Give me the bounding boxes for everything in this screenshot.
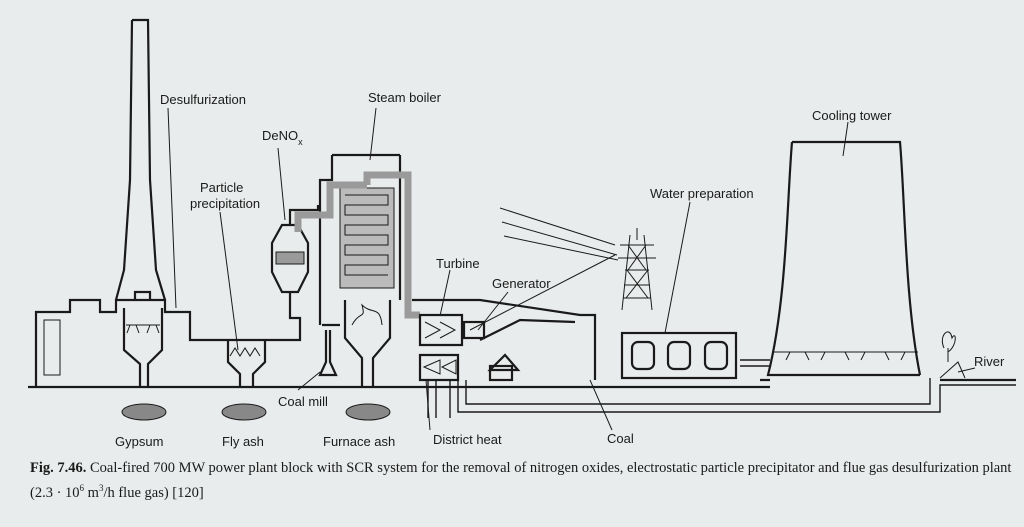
caption-exp-2: 3 xyxy=(98,483,104,493)
turbine xyxy=(418,313,464,347)
water-tank-2 xyxy=(666,340,692,371)
label-particle-precipitation-1: Particle xyxy=(200,180,243,195)
coal-bunker xyxy=(488,364,514,382)
caption-text-1: Coal-fired 700 MW power plant block with… xyxy=(30,460,1012,501)
label-generator: Generator xyxy=(492,276,551,291)
district-heat-pipes xyxy=(427,380,437,418)
label-denox: DeNOx xyxy=(262,128,303,147)
fly-ash-pile xyxy=(221,403,267,421)
power-pylon xyxy=(618,228,656,311)
precipitator-zigzag xyxy=(229,347,261,357)
label-district-heat: District heat xyxy=(433,432,502,447)
gypsum-pile xyxy=(121,403,167,421)
left-building xyxy=(34,298,265,387)
cooling-water-pipes xyxy=(449,359,1016,418)
label-coal-mill: Coal mill xyxy=(278,394,328,409)
label-furnace-ash: Furnace ash xyxy=(323,434,395,449)
transmission-lines xyxy=(469,207,619,331)
label-desulfurization: Desulfurization xyxy=(160,92,246,107)
denox-duct xyxy=(265,205,320,342)
cooling-tower-sprays xyxy=(772,351,918,361)
label-steam-boiler: Steam boiler xyxy=(368,90,442,105)
label-turbine: Turbine xyxy=(436,256,480,271)
turbine-blades xyxy=(424,321,457,339)
leader-lines xyxy=(167,107,976,431)
boiler-heat-exchangers xyxy=(339,187,395,289)
furnace-flame xyxy=(351,303,383,326)
water-tank-1 xyxy=(630,340,656,371)
desulfurization-scrubber xyxy=(122,308,164,387)
figure-caption: Fig. 7.46. Coal-fired 700 MW power plant… xyxy=(30,458,1020,503)
coal-conveyor xyxy=(479,318,576,372)
label-water-preparation: Water preparation xyxy=(650,186,754,201)
scrubber-top xyxy=(133,290,152,300)
tree xyxy=(941,331,956,362)
label-fly-ash: Fly ash xyxy=(222,434,264,449)
label-cooling-tower: Cooling tower xyxy=(812,108,892,123)
machine-house xyxy=(412,298,597,380)
water-tank-3 xyxy=(703,340,729,371)
furnace xyxy=(343,300,392,387)
denox-catalyst xyxy=(275,251,305,265)
caption-text-2: m xyxy=(84,484,99,501)
scrubber-sprays xyxy=(126,324,160,334)
furnace-ash-pile xyxy=(345,403,391,421)
denox-reactor xyxy=(270,223,310,294)
boiler-coils xyxy=(344,194,389,276)
flue-gas-duct xyxy=(294,171,420,319)
label-gypsum: Gypsum xyxy=(115,434,163,449)
chimney xyxy=(114,18,167,301)
river-bank xyxy=(939,361,966,379)
water-preparation-building xyxy=(620,331,738,380)
cooling-tower xyxy=(766,140,922,377)
label-particle-precipitation-2: precipitation xyxy=(190,196,260,211)
caption-fig-label: Fig. 7.46. xyxy=(30,460,87,476)
caption-exp-1: 6 xyxy=(79,483,85,493)
generator xyxy=(462,320,486,340)
label-river: River xyxy=(974,354,1005,369)
steam-boiler xyxy=(318,153,402,325)
particle-precipitator xyxy=(226,340,267,387)
label-coal: Coal xyxy=(607,431,634,446)
caption-text-3: /h flue gas) [120] xyxy=(103,484,204,501)
coal-mill xyxy=(318,323,340,377)
condenser-coils xyxy=(422,359,457,375)
left-building-inner xyxy=(43,319,61,376)
